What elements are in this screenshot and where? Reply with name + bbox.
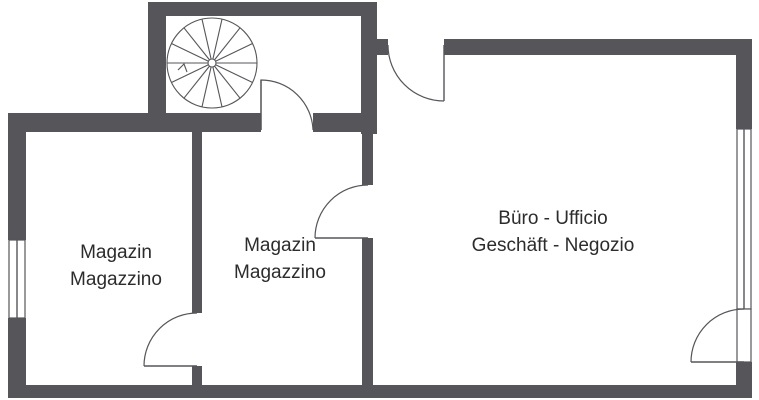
stair-direction-arrow xyxy=(177,63,188,73)
storage-middle-label-line1: Magazin xyxy=(244,235,316,256)
stair-tread xyxy=(201,66,212,107)
left-outer-wall-upper xyxy=(8,113,26,240)
entrance-door-arc xyxy=(387,44,445,102)
storage-office-door-arc xyxy=(314,184,369,239)
partition-wall-left xyxy=(192,113,202,313)
right-door-opening xyxy=(736,308,752,363)
stair-top-wall xyxy=(148,2,375,16)
stair-door xyxy=(260,79,314,131)
stair-tread xyxy=(214,27,241,61)
office-label-line2: Geschäft - Negozio xyxy=(472,235,635,256)
stair-tread xyxy=(215,64,253,84)
spiral-staircase xyxy=(166,17,258,109)
storage-left-label-line2: Magazzino xyxy=(70,269,162,290)
right-exterior-door-arc xyxy=(690,308,745,363)
stair-tread xyxy=(215,42,253,62)
storage-top-wall-right xyxy=(313,113,373,132)
stair-left-wall xyxy=(148,2,166,130)
right-outer-wall-upper xyxy=(736,39,752,129)
stair-center-post xyxy=(207,58,217,68)
partition-wall-right-lower xyxy=(362,238,373,396)
left-outer-wall-lower xyxy=(8,318,26,398)
stair-tread xyxy=(201,19,212,60)
storage-middle-label-line2: Magazzino xyxy=(234,262,326,283)
stair-tread xyxy=(183,27,210,61)
left-storage-door-arc xyxy=(143,312,198,367)
stair-tread xyxy=(214,65,241,99)
storage-left-label-line1: Magazin xyxy=(80,242,152,263)
partition-wall-right-upper xyxy=(362,113,373,185)
stair-tread xyxy=(171,42,209,62)
stair-tread xyxy=(183,65,210,99)
office-top-wall xyxy=(444,39,752,55)
stair-tread xyxy=(212,66,223,107)
right-outer-wall-lower xyxy=(736,362,752,398)
office-label-line1: Büro - Ufficio xyxy=(498,208,607,229)
bottom-outer-wall xyxy=(8,385,752,398)
office-top-wall-stub xyxy=(375,39,388,55)
doors xyxy=(143,44,745,367)
storage-top-wall xyxy=(8,113,261,132)
walls xyxy=(8,2,752,398)
stair-right-wall xyxy=(361,2,377,134)
stair-tread xyxy=(212,19,223,60)
windows xyxy=(8,128,752,363)
room-labels: Magazin Magazzino Magazin Magazzino Büro… xyxy=(70,208,634,290)
stair-tread xyxy=(171,64,209,84)
partition-wall-left-bottom xyxy=(192,366,202,396)
